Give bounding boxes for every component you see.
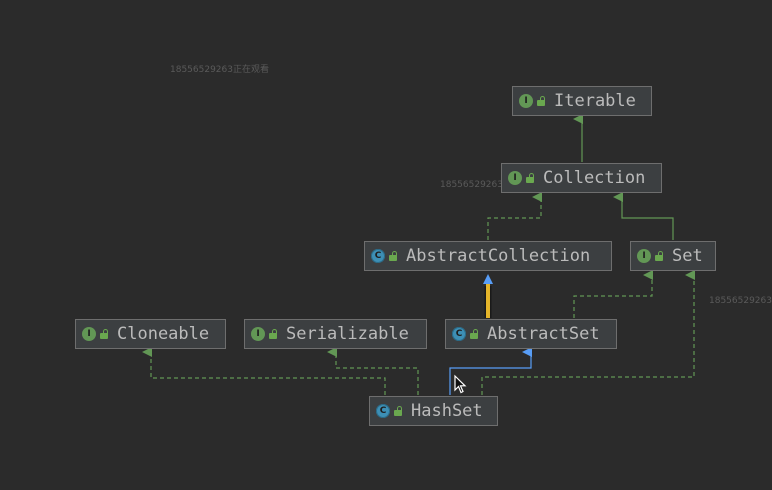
mouse-pointer-icon [454, 374, 467, 394]
class-icon: C [452, 327, 466, 341]
node-label: Iterable [554, 91, 636, 111]
node-collection[interactable]: I Collection [501, 163, 662, 193]
lock-icon [469, 329, 479, 339]
node-label: Collection [543, 168, 646, 188]
lock-icon [525, 173, 535, 183]
lock-icon [388, 251, 398, 261]
node-cloneable[interactable]: I Cloneable [75, 319, 226, 349]
lock-icon [393, 406, 403, 416]
node-label: Serializable [286, 324, 409, 344]
node-abstract-collection[interactable]: C AbstractCollection [364, 241, 612, 271]
edge-hashset-cloneable [142, 347, 386, 395]
node-abstract-set[interactable]: C AbstractSet [445, 319, 617, 349]
edge-hashset-set [481, 270, 695, 395]
lock-icon [536, 96, 546, 106]
edge-abstractcollection-collection [487, 192, 542, 240]
node-serializable[interactable]: I Serializable [244, 319, 427, 349]
node-label: AbstractSet [487, 324, 600, 344]
interface-icon: I [508, 171, 522, 185]
node-set[interactable]: I Set [630, 241, 716, 271]
node-iterable[interactable]: I Iterable [512, 86, 652, 116]
edge-set-collection [613, 192, 674, 240]
watermark-right: 18556529263 [709, 296, 772, 306]
interface-icon: I [251, 327, 265, 341]
interface-icon: I [519, 94, 533, 108]
edge-hashset-abstractset [449, 347, 532, 395]
watermark-top-left: 18556529263正在观看 [170, 65, 269, 75]
node-label: Cloneable [117, 324, 210, 344]
edge-abstractset-set [573, 270, 653, 318]
node-hashset[interactable]: C HashSet [369, 396, 498, 426]
lock-icon [268, 329, 278, 339]
interface-icon: I [637, 249, 651, 263]
lock-icon [99, 329, 109, 339]
watermark-middle: 18556529263 [440, 180, 503, 190]
node-label: Set [672, 246, 703, 266]
class-icon: C [371, 249, 385, 263]
node-label: AbstractCollection [406, 246, 591, 266]
class-icon: C [376, 404, 390, 418]
node-label: HashSet [411, 401, 483, 421]
lock-icon [654, 251, 664, 261]
interface-icon: I [82, 327, 96, 341]
edge-hashset-serializable [327, 347, 419, 395]
